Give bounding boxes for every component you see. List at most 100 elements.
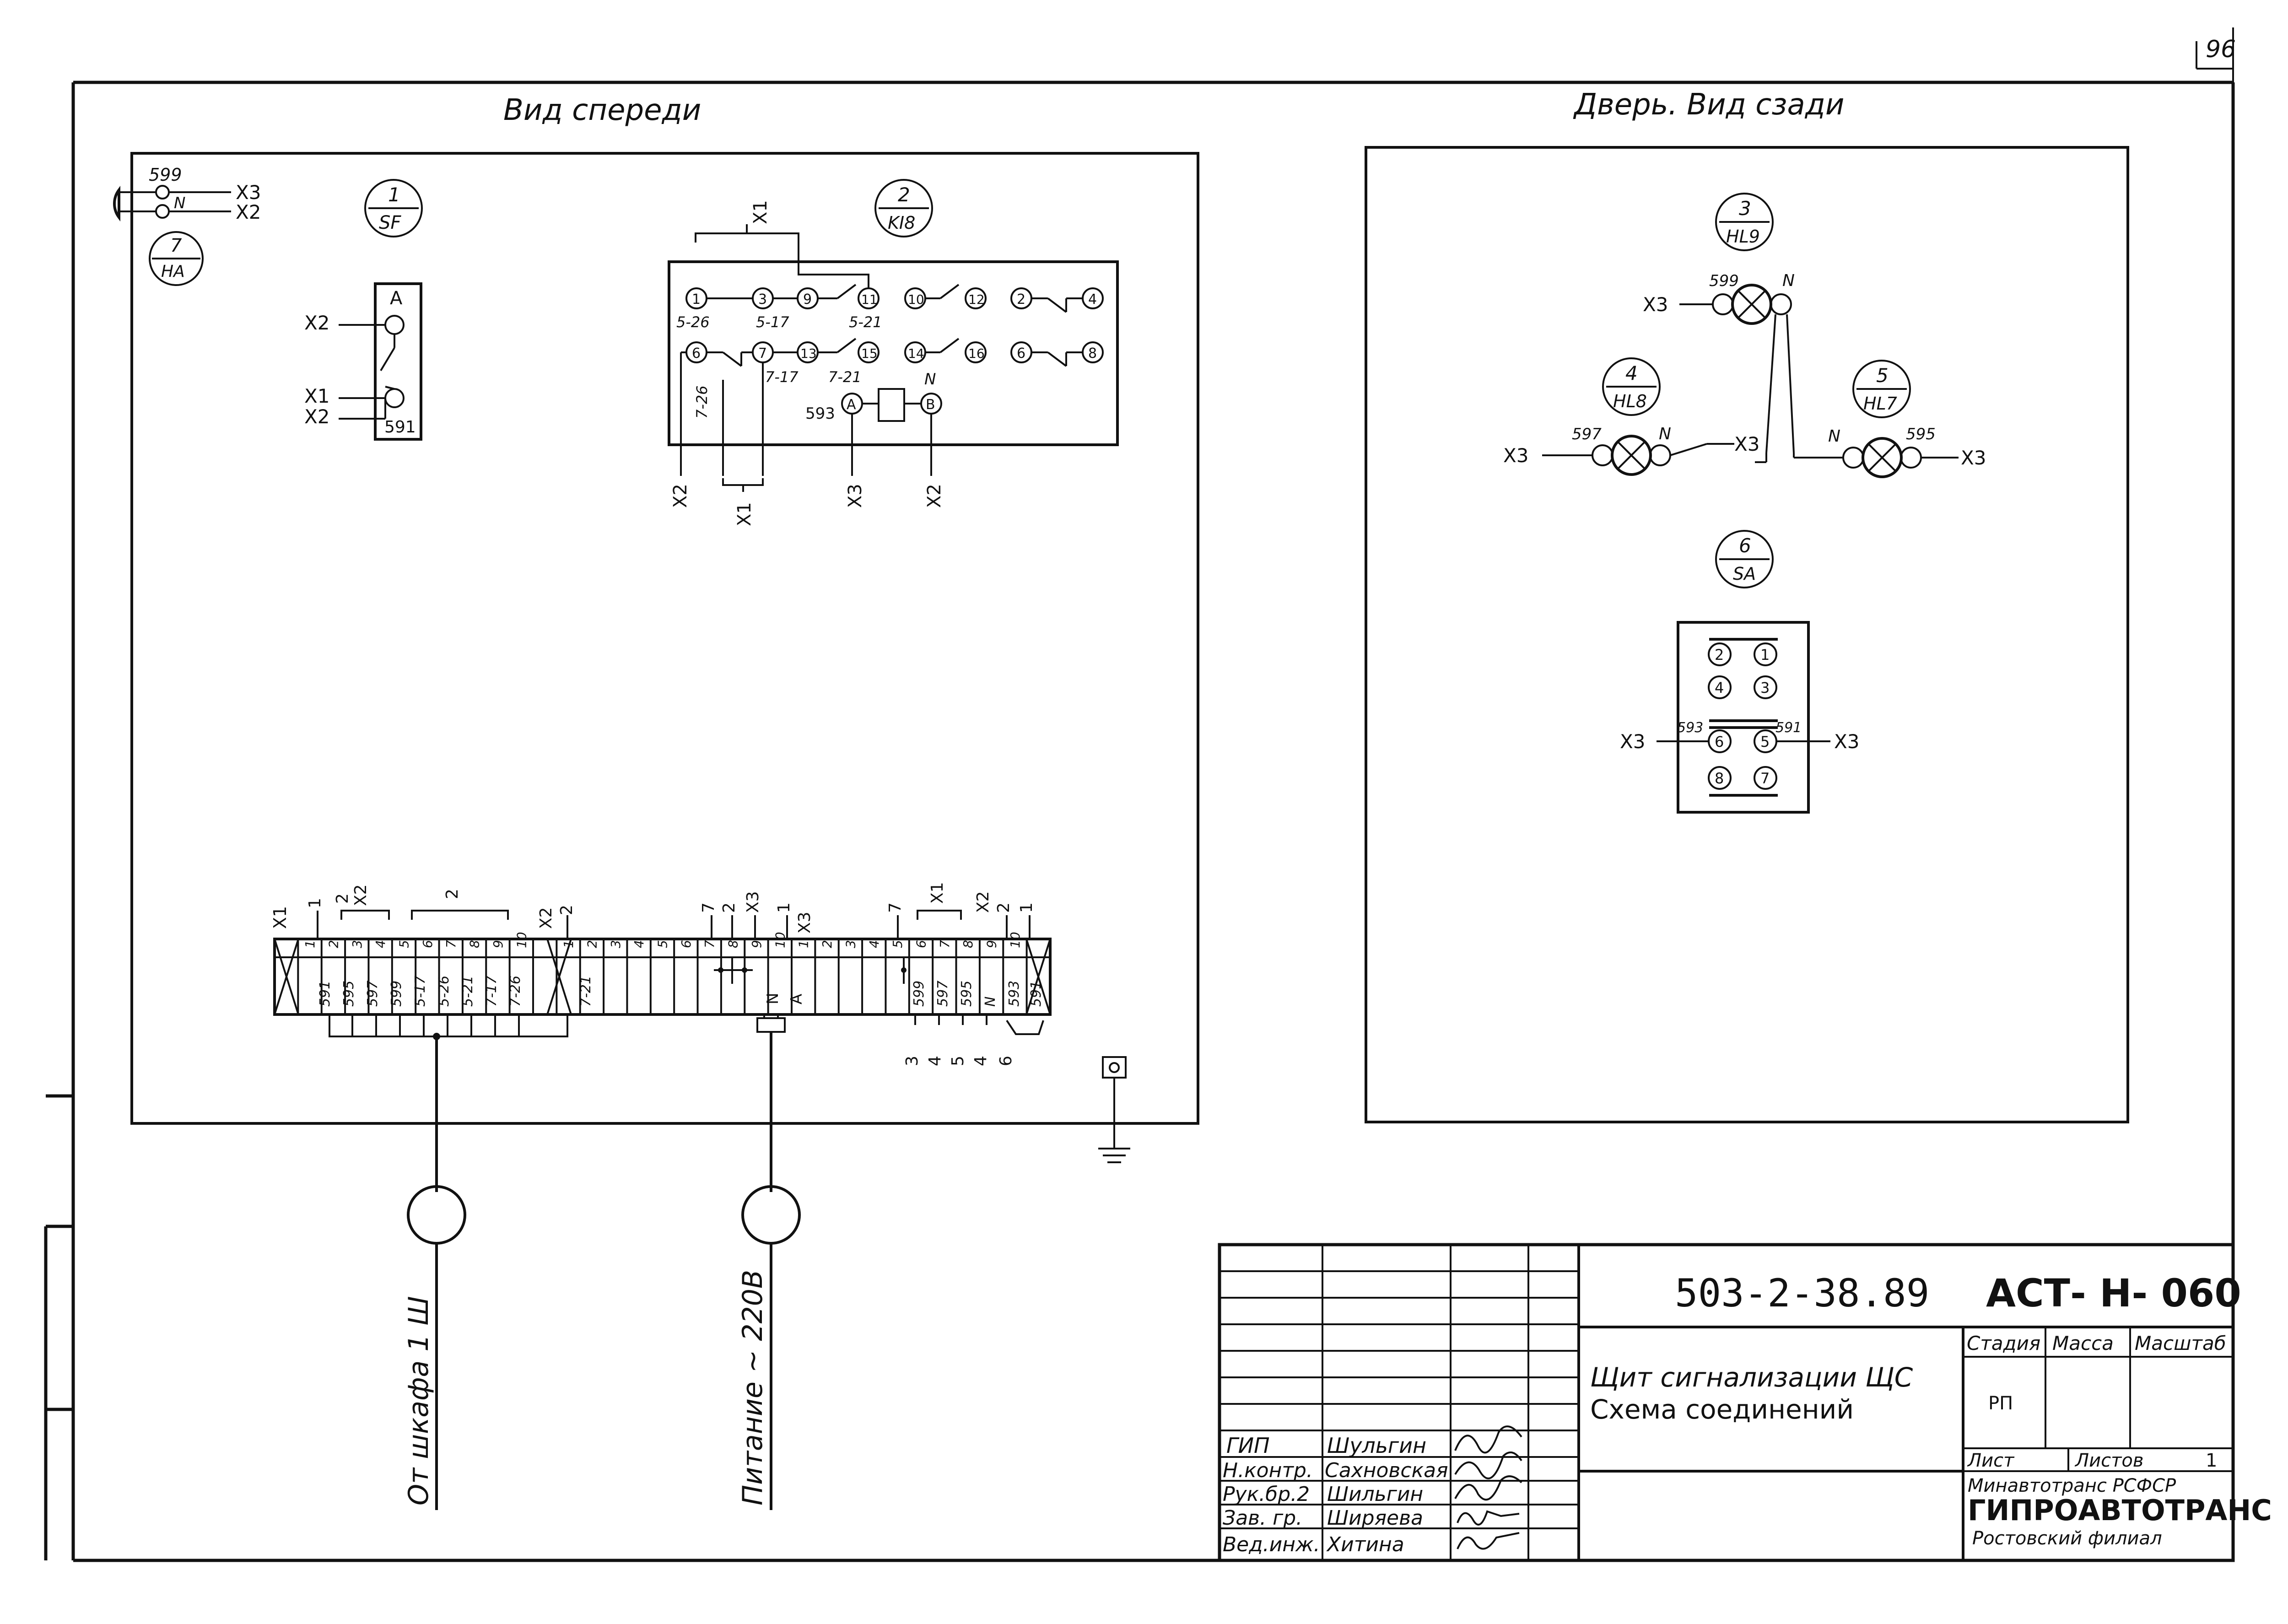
svg-text:Шильгин: Шильгин (1327, 1483, 1423, 1506)
svg-text:B: B (926, 397, 935, 413)
svg-text:7: 7 (699, 902, 718, 913)
relay-coil: A B 593 N (805, 370, 942, 423)
svg-text:KI8: KI8 (888, 213, 915, 233)
front-view-title: Вид спереди (503, 93, 701, 127)
svg-text:6: 6 (692, 345, 701, 361)
svg-text:Масса: Масса (2052, 1332, 2114, 1354)
terminal-cell-number: 9 (491, 940, 506, 948)
svg-text:7-26: 7-26 (507, 976, 523, 1007)
terminal-cell-number: 2 (584, 940, 599, 948)
svg-text:X3: X3 (1961, 447, 1986, 469)
terminal-cell-number: 7 (702, 940, 717, 948)
svg-text:599: 599 (911, 981, 927, 1007)
door-view-title: Дверь. Вид сзади (1573, 88, 1845, 122)
terminal-cell-number: 8 (961, 940, 976, 948)
svg-text:2: 2 (898, 183, 910, 206)
horn-wire-n: N (174, 194, 185, 212)
svg-text:12: 12 (968, 292, 985, 307)
breaker-sf: A X2 X1 X2 591 (304, 282, 422, 441)
horn-to-x3: X3 (236, 181, 261, 204)
svg-text:11: 11 (861, 292, 878, 307)
svg-text:N: N (1828, 427, 1840, 446)
svg-text:N: N (982, 997, 998, 1007)
svg-text:6: 6 (1017, 345, 1025, 361)
svg-text:1: 1 (2206, 1450, 2217, 1471)
svg-text:Ростовский филиал: Ростовский филиал (1972, 1528, 2162, 1549)
svg-text:Лист: Лист (1967, 1450, 2015, 1471)
document-code: 503-2-38.89 (1675, 1271, 1929, 1316)
ground-symbol (1098, 1056, 1130, 1163)
terminal-cell-number: 8 (467, 940, 482, 948)
svg-text:3: 3 (758, 291, 767, 308)
svg-text:8: 8 (1715, 770, 1724, 787)
svg-text:Сахновская: Сахновская (1325, 1459, 1448, 1482)
svg-text:5: 5 (1876, 364, 1889, 387)
svg-text:X2: X2 (304, 405, 330, 428)
svg-text:595: 595 (959, 981, 975, 1007)
svg-text:591: 591 (1028, 981, 1044, 1007)
lamp-hl8: X3 597 N X3 (1503, 425, 1767, 476)
svg-text:5: 5 (949, 1056, 967, 1066)
svg-text:597: 597 (365, 981, 381, 1007)
svg-text:593: 593 (1677, 720, 1703, 736)
svg-text:A: A (788, 994, 806, 1004)
svg-text:597: 597 (935, 981, 951, 1007)
svg-text:Стадия: Стадия (1967, 1332, 2040, 1354)
wire-harness (329, 1014, 786, 1192)
svg-text:X2: X2 (537, 907, 556, 929)
svg-text:8: 8 (1088, 345, 1097, 361)
svg-text:X2: X2 (351, 884, 370, 906)
svg-text:1: 1 (388, 183, 400, 206)
terminal-cell-number: 6 (914, 940, 929, 948)
terminal-cell-number: 4 (867, 940, 882, 948)
svg-text:7: 7 (1760, 770, 1770, 787)
device-circle-sf: 1 SF (364, 179, 423, 237)
svg-text:2: 2 (333, 893, 352, 904)
svg-text:6: 6 (1715, 733, 1724, 750)
svg-text:6: 6 (1739, 534, 1751, 557)
svg-text:X3: X3 (1834, 730, 1860, 753)
terminal-cell-number: 10 (514, 932, 529, 948)
svg-text:1: 1 (306, 898, 324, 908)
svg-text:Рук.бр.2: Рук.бр.2 (1223, 1483, 1310, 1506)
svg-text:HL9: HL9 (1726, 227, 1760, 247)
sheet-number: 96 (2206, 36, 2236, 63)
terminal-cell-number: 6 (679, 940, 694, 948)
svg-text:ГИПРОАВТОТРАНС: ГИПРОАВТОТРАНС (1968, 1494, 2272, 1527)
svg-text:2: 2 (994, 902, 1013, 913)
svg-text:X2: X2 (924, 484, 945, 508)
svg-text:SA: SA (1733, 564, 1756, 584)
terminal-cell-number: 4 (631, 940, 647, 948)
device-circle-hl8: 4 HL8 (1602, 357, 1661, 416)
svg-text:7-21: 7-21 (578, 976, 594, 1007)
svg-text:X1: X1 (734, 502, 755, 526)
terminal-cell-number: 7 (443, 940, 459, 948)
svg-text:7-17: 7-17 (765, 368, 799, 386)
device-circle-sa: 6 SA (1715, 530, 1774, 588)
svg-text:Н.контр.: Н.контр. (1223, 1459, 1313, 1482)
svg-text:4: 4 (926, 1056, 944, 1066)
svg-text:Ширяева: Ширяева (1327, 1506, 1423, 1530)
svg-text:ГИП: ГИП (1226, 1433, 1270, 1458)
svg-text:4: 4 (1625, 362, 1638, 384)
terminal-cell-number: 5 (655, 940, 670, 948)
svg-text:Зав. гр.: Зав. гр. (1223, 1506, 1302, 1530)
door-view-panel (1365, 146, 2129, 1123)
svg-text:РП: РП (1988, 1393, 2013, 1414)
svg-text:X3: X3 (1643, 293, 1668, 316)
svg-text:X1: X1 (928, 882, 947, 904)
signature-scribbles (1454, 1425, 1522, 1550)
svg-text:X1: X1 (304, 385, 330, 407)
relay-contacts-row1: 1 3 9 11 10 12 2 4 (685, 243, 1104, 313)
terminal-cell-number: 3 (608, 940, 623, 948)
svg-text:4: 4 (1715, 679, 1724, 696)
svg-text:7-21: 7-21 (828, 368, 862, 386)
svg-text:14: 14 (908, 346, 924, 361)
svg-text:10: 10 (908, 292, 924, 307)
terminal-bottom-marks: 3 4 5 4 6 (903, 1014, 1044, 1066)
svg-text:7: 7 (170, 235, 182, 256)
cable-1: От шкафа 1 Ш (403, 1185, 466, 1510)
device-circle-ha: 7 HA (149, 231, 204, 286)
